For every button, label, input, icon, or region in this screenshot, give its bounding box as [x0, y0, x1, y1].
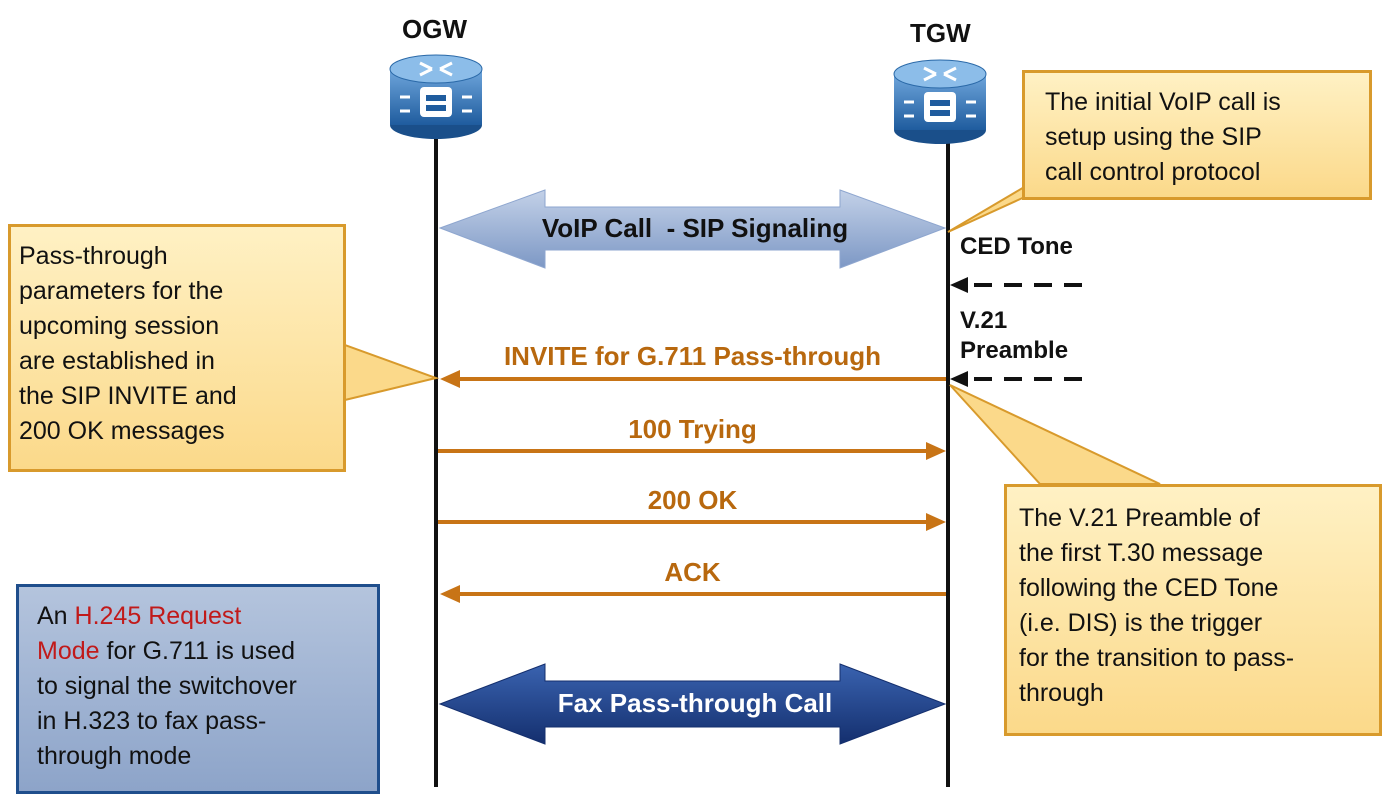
tgw-lifeline	[946, 138, 950, 787]
trying-arrowhead	[926, 442, 946, 460]
ced-tone-label: CED Tone	[960, 233, 1073, 260]
callout-line: An H.245 Request	[37, 599, 377, 634]
ack-label: ACK	[664, 557, 721, 587]
callout-line: Pass-through	[19, 242, 168, 270]
v21-arrowhead	[950, 371, 968, 387]
callout-line: for the transition to pass-	[1019, 644, 1295, 672]
tgw-router-icon	[893, 59, 987, 144]
sip-setup-callout: The initial VoIP call is setup using the…	[1022, 70, 1372, 200]
ok-label: 200 OK	[647, 485, 738, 515]
sip-signaling-arrow	[438, 189, 947, 269]
callout-line: are established in	[19, 347, 215, 375]
callout-line: Mode for G.711 is used	[37, 634, 377, 669]
callout-line: the first T.30 message	[1019, 539, 1264, 567]
ogw-label: OGW	[402, 14, 467, 44]
ack-arrowhead	[440, 585, 460, 603]
trying-label: 100 Trying	[628, 414, 757, 444]
v21-label-line2: Preamble	[960, 337, 1069, 364]
callout-line: call control protocol	[1045, 158, 1261, 186]
h245-callout: An H.245 Request Mode for G.711 is used …	[16, 584, 380, 794]
h245-line1-red: H.245 Request	[74, 602, 242, 630]
callout-line: the SIP INVITE and	[19, 382, 237, 410]
sip-signaling-label: VoIP Call - SIP Signaling	[541, 213, 849, 243]
tgw-label: TGW	[910, 18, 971, 48]
callout-line: through mode	[37, 742, 192, 770]
callout-line: in H.323 to fax pass-	[37, 707, 267, 735]
v21-label-line1: V.21	[960, 307, 1008, 334]
callout-line: setup using the SIP	[1045, 123, 1262, 151]
ok-arrowhead	[926, 513, 946, 531]
h245-line2-rest: for G.711 is used	[99, 637, 296, 665]
invite-arrowhead	[440, 370, 460, 388]
callout-line: The V.21 Preamble of	[1019, 504, 1260, 532]
fax-passthrough-arrow	[438, 663, 947, 745]
ced-tone-arrowhead	[950, 277, 968, 293]
passthrough-params-callout: Pass-through parameters for the upcoming…	[8, 224, 346, 472]
trigger-callout-pointer	[949, 384, 1161, 485]
callout-line: following the CED Tone	[1019, 574, 1279, 602]
callout-line: 200 OK messages	[19, 417, 225, 445]
callout-line: to signal the switchover	[37, 672, 297, 700]
v21-trigger-callout: The V.21 Preamble of the first T.30 mess…	[1004, 484, 1382, 736]
h245-line1-prefix: An	[37, 602, 75, 630]
callout-line: The initial VoIP call is	[1045, 88, 1281, 116]
callout-line: parameters for the	[19, 277, 224, 305]
callout-line: (i.e. DIS) is the trigger	[1019, 609, 1263, 637]
callout-line: through	[1019, 679, 1104, 707]
ogw-lifeline	[434, 130, 438, 787]
ogw-router-icon	[389, 54, 483, 139]
h245-line2-red: Mode	[37, 637, 100, 665]
fax-call-label: Fax Pass-through Call	[557, 688, 833, 718]
invite-label: INVITE for G.711 Pass-through	[503, 341, 882, 371]
params-callout-pointer	[344, 343, 440, 402]
callout-line: upcoming session	[19, 312, 220, 340]
